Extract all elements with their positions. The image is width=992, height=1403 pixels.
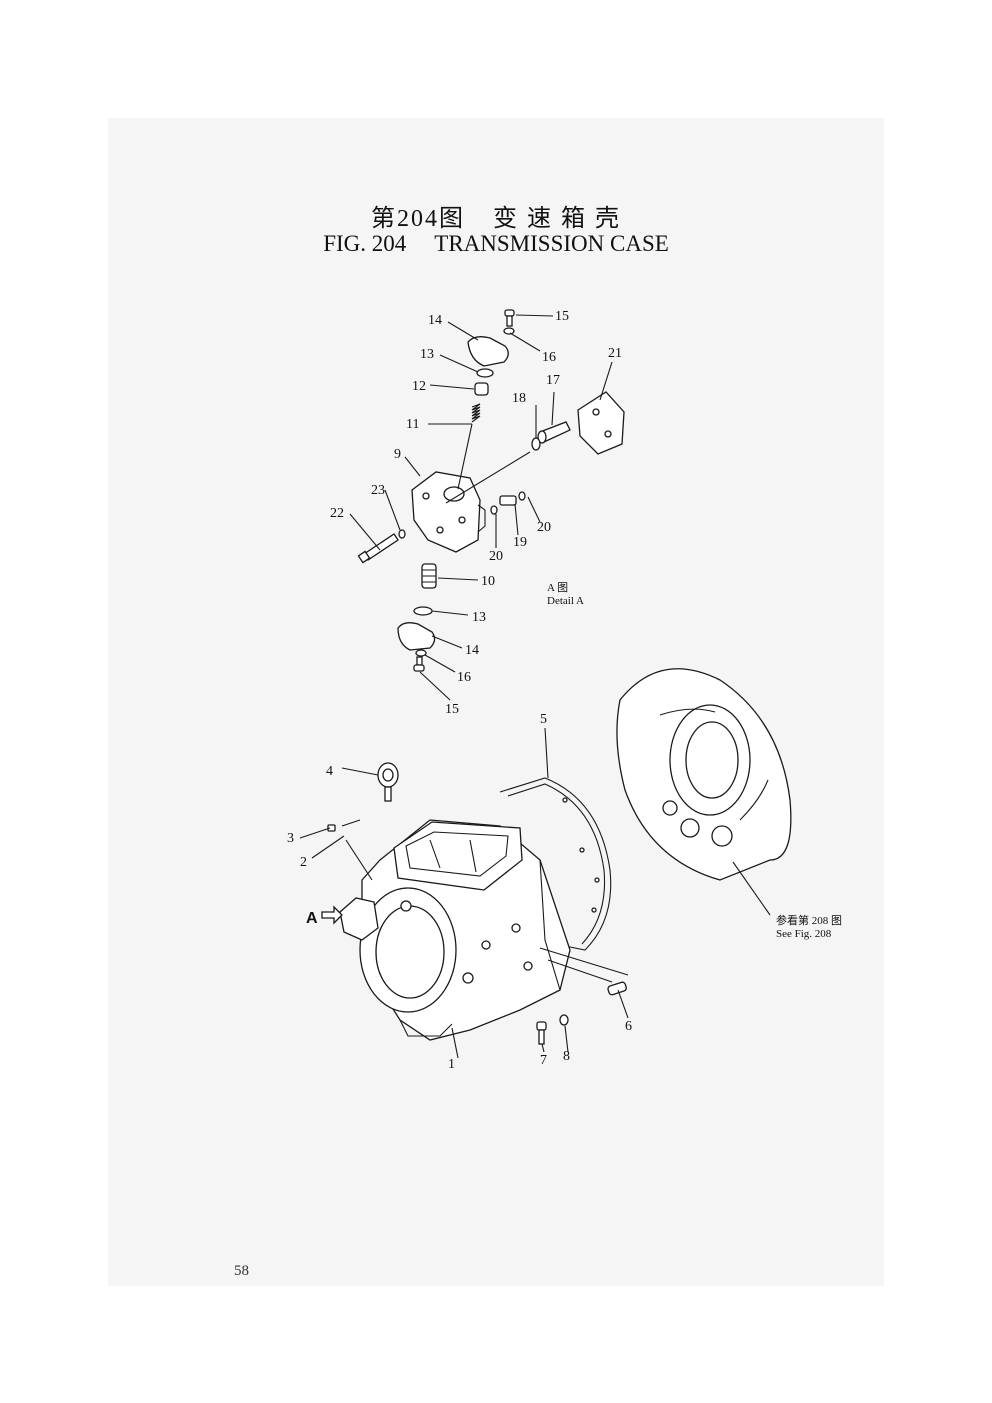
part-15-top-bolt xyxy=(504,309,515,327)
part-13-lower-oring xyxy=(413,606,433,616)
part-6-dowel xyxy=(607,981,627,996)
part-14-top-cover xyxy=(467,336,509,367)
detail-a-en: Detail A xyxy=(547,595,584,607)
label-15-top: 15 xyxy=(555,309,569,324)
part-21-hole xyxy=(592,408,600,416)
part-8-washer xyxy=(559,1014,569,1026)
label-17: 17 xyxy=(546,373,560,388)
label-13-lower: 13 xyxy=(472,610,486,625)
label-22: 22 xyxy=(330,506,344,521)
label-19: 19 xyxy=(513,535,527,550)
detail-a-assembly xyxy=(349,309,625,701)
figure-title-chinese: 第204图 变 速 箱 壳 xyxy=(0,198,992,233)
part-16-top-washer xyxy=(503,327,515,335)
see-reference-cn: 参看第 208 图 xyxy=(776,913,842,927)
label-13-top: 13 xyxy=(420,347,434,362)
label-11: 11 xyxy=(406,417,419,432)
part-2-pin xyxy=(341,819,361,827)
figure-number-en: FIG. 204 xyxy=(323,231,407,256)
label-9: 9 xyxy=(394,447,401,462)
part-20-ring-right xyxy=(518,491,526,501)
label-20-left: 20 xyxy=(489,549,503,564)
part-13-top-oring xyxy=(476,368,494,378)
figure-name-cn: 变 速 箱 壳 xyxy=(493,206,621,232)
label-16-top: 16 xyxy=(542,350,556,365)
label-3: 3 xyxy=(287,831,294,846)
part-labels: 15 16 14 13 12 11 9 21 17 18 23 22 20 19… xyxy=(287,309,842,1072)
part-4-eyebolt xyxy=(377,762,399,802)
label-1: 1 xyxy=(448,1057,455,1072)
part-23-washer xyxy=(398,529,406,539)
part-21-hole xyxy=(604,430,612,438)
label-8: 8 xyxy=(563,1049,570,1064)
see-reference-en: See Fig. 208 xyxy=(776,928,832,940)
page-number: 58 xyxy=(234,1263,249,1279)
transmission-case-assembly xyxy=(299,668,792,1059)
scanned-page xyxy=(108,118,884,1286)
part-11-spring xyxy=(471,403,481,423)
part-20-ring-left xyxy=(490,505,498,515)
label-21: 21 xyxy=(608,346,622,361)
label-18: 18 xyxy=(512,391,526,406)
label-5: 5 xyxy=(540,712,547,727)
figure-name-en: TRANSMISSION CASE xyxy=(434,231,669,256)
label-7: 7 xyxy=(540,1053,547,1068)
part-15-lower-bolt xyxy=(413,656,425,672)
callout-a-label: A xyxy=(306,910,318,927)
figure-number-cn: 第204图 xyxy=(371,206,465,232)
part-1-case-body xyxy=(359,819,571,1041)
detail-a-cn: A 图 xyxy=(547,581,568,594)
label-16-lower: 16 xyxy=(457,670,471,685)
part-18-oring xyxy=(531,437,541,451)
part-9-valve-body xyxy=(411,471,486,553)
label-6: 6 xyxy=(625,1019,632,1034)
detail-a-mount xyxy=(339,897,379,941)
part-22-bolt xyxy=(357,533,399,564)
callout-a-arrow xyxy=(321,905,343,925)
part-14-lower-cover xyxy=(397,622,436,651)
part-10-spring-plug xyxy=(421,563,437,589)
part-17-sleeve xyxy=(537,421,571,444)
label-15-lower: 15 xyxy=(445,702,459,717)
label-14-top: 14 xyxy=(428,313,442,328)
adapter-housing xyxy=(616,668,792,881)
part-16-lower-washer xyxy=(415,649,427,657)
part-3-plug xyxy=(327,824,336,832)
label-20-right: 20 xyxy=(537,520,551,535)
label-10: 10 xyxy=(481,574,495,589)
part-12-plug xyxy=(474,382,489,396)
label-23: 23 xyxy=(371,483,385,498)
part-7-bolt xyxy=(536,1021,547,1045)
part-19-small-plug xyxy=(499,495,517,506)
label-14-lower: 14 xyxy=(465,643,479,658)
label-2: 2 xyxy=(300,855,307,870)
label-4: 4 xyxy=(326,764,333,779)
part-21-cover-plate xyxy=(577,391,625,455)
part-5-gasket xyxy=(499,777,612,951)
figure-title-english: FIG. 204 TRANSMISSION CASE xyxy=(0,231,992,257)
label-12: 12 xyxy=(412,379,426,394)
